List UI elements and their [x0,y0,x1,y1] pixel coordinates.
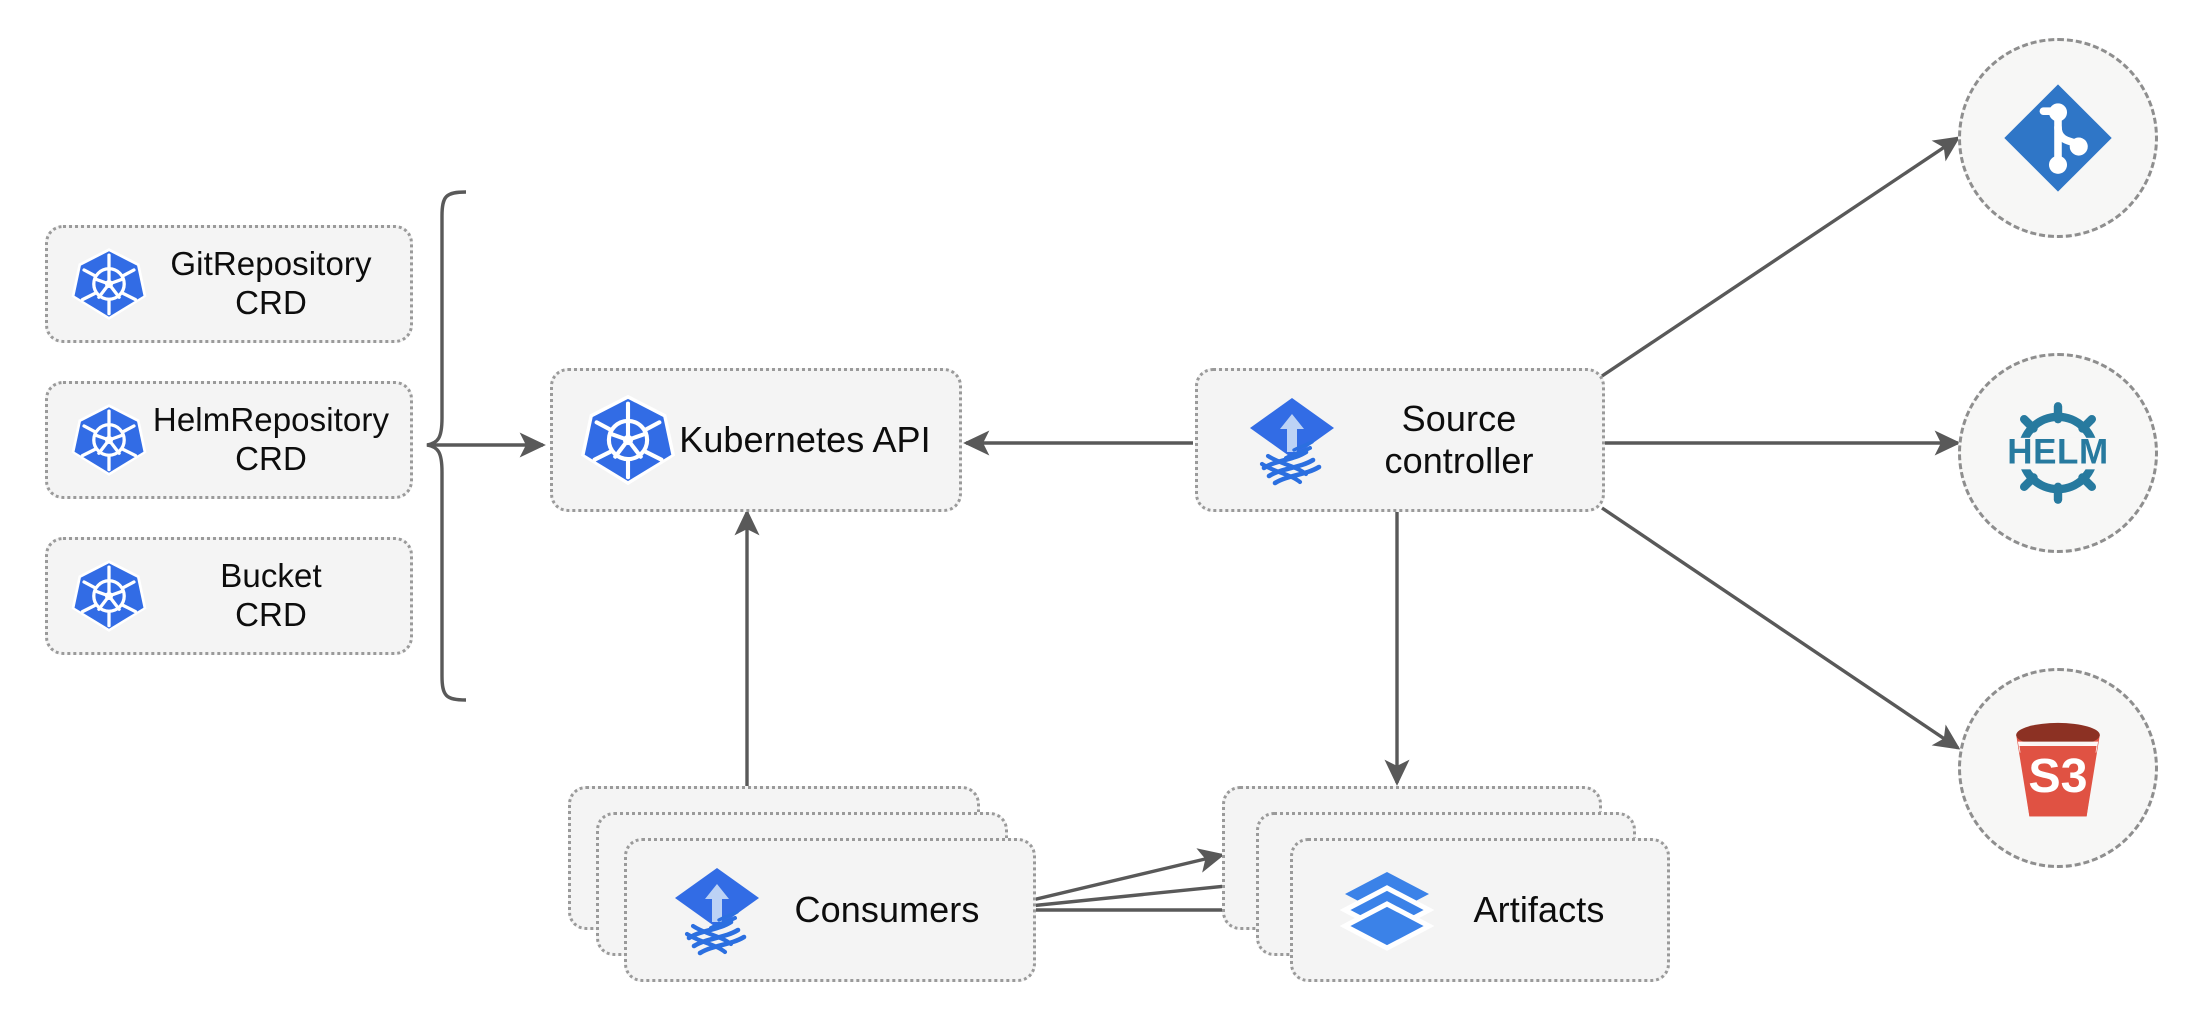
svg-text:HELM: HELM [2007,433,2109,472]
svg-text:S3: S3 [2028,749,2087,803]
node-consumers[interactable]: Consumers [624,838,1036,982]
node-label: Kubernetes API [679,418,931,460]
s3-bucket-icon: S3 [1993,703,2123,833]
kubernetes-icon [579,391,677,489]
node-helmrepository-crd[interactable]: HelmRepository CRD [45,381,413,499]
external-system-helm[interactable]: HELM [1958,353,2158,553]
external-system-git[interactable] [1958,38,2158,238]
node-artifacts[interactable]: Artifacts [1290,838,1670,982]
node-label: Artifacts [1473,888,1605,930]
node-label: Consumers [794,888,980,930]
node-label: Source controller [1384,397,1534,481]
node-label: HelmRepository CRD [152,401,390,477]
node-kubernetes-api[interactable]: Kubernetes API [550,368,962,512]
flux-icon [667,860,767,960]
kubernetes-icon [70,401,148,479]
flux-icon [1242,390,1342,490]
layers-icon [1337,860,1437,960]
crd-group-bracket [426,190,467,702]
node-label: Bucket CRD [220,557,322,633]
node-source-controller[interactable]: Source controller [1195,368,1605,512]
node-bucket-crd[interactable]: Bucket CRD [45,537,413,655]
edge-source-controller-to-s3 [1601,506,1961,750]
git-icon [1993,73,2123,203]
node-gitrepository-crd[interactable]: GitRepository CRD [45,225,413,343]
edge-source-controller-to-git [1601,136,1961,378]
external-system-s3[interactable]: S3 [1958,668,2158,868]
kubernetes-icon [70,557,148,635]
helm-icon: HELM [1993,388,2123,518]
node-label: GitRepository CRD [170,245,372,321]
kubernetes-icon [70,245,148,323]
